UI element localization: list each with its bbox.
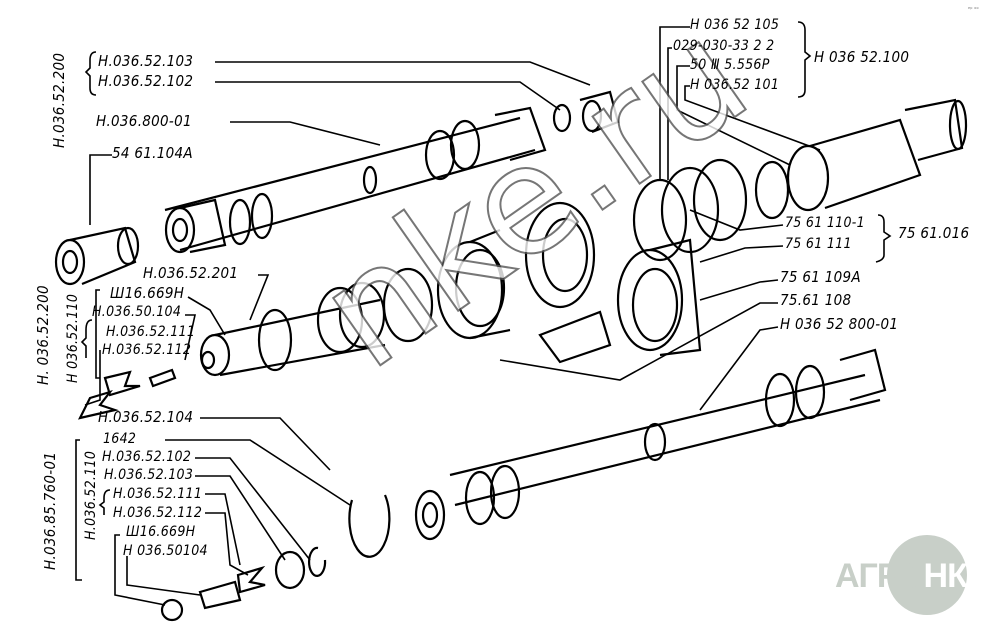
logo-circle: [887, 535, 967, 615]
logo-text: АГРОНКА: [835, 557, 992, 596]
leader-lines: [84, 26, 821, 606]
label-part: Н.036.800-01: [96, 112, 192, 130]
label-part: 50 Ⅲ 5.556Р: [690, 57, 770, 73]
label-part: Н.036.52.103: [104, 467, 194, 483]
label-group-vertical: Н.036.52.200: [50, 52, 68, 148]
label-part: 75 61 110-1: [785, 215, 865, 231]
fitting-H03652100: [754, 98, 968, 220]
label-subgroup-vertical: Н.036.52.110: [83, 450, 99, 540]
label-group-vertical: Н. 036.52.200: [34, 285, 52, 385]
label-part: 75 61 109А: [780, 268, 861, 286]
logo-text-right: НКА: [923, 557, 992, 595]
label-part: Н.036.52.111: [113, 486, 203, 502]
label-part: Н.036.52.102: [98, 72, 194, 90]
braces: [75, 21, 892, 581]
label-part: 75 61 111: [785, 236, 852, 252]
label-part: Н.036.52.104: [98, 408, 194, 426]
label-part: Н 036 52 800-01: [780, 315, 899, 333]
corner-mark: ᵉᵖ ᵒᵒ: [968, 6, 979, 13]
label-part: Ш16.669Н: [110, 284, 185, 302]
label-part: Н.036.52.201: [143, 264, 239, 282]
label-part: Н.036.52.112: [102, 342, 192, 358]
label-part: Н.036.50.104: [92, 304, 182, 320]
label-part: 75.61 108: [780, 291, 852, 309]
label-group: Н 036 52.100: [814, 48, 910, 66]
label-part: Н.036.52.103: [98, 52, 194, 70]
bearing-and-rings: [382, 158, 748, 364]
lower-hose-assembly: [160, 348, 887, 622]
label-part: 1642: [103, 431, 137, 447]
agro-nka-logo: АГРОНКА: [835, 535, 991, 615]
label-part: Н 036 52 105: [690, 17, 780, 33]
label-part: Н.036.52.111: [106, 324, 196, 340]
label-part: Н 036.50104: [123, 543, 208, 559]
valve-H03652201: [77, 281, 386, 420]
label-part: 029-030-33 2 2: [673, 38, 775, 54]
label-group-vertical: Н.036.85.760-01: [41, 451, 59, 570]
label-part: 54 61.104А: [112, 144, 193, 162]
label-group: 75 61.016: [898, 224, 970, 242]
label-part: Н.036.52.102: [102, 449, 192, 465]
label-part: Н.036.52.112: [113, 505, 203, 521]
label-part: Ш16.669Н: [126, 524, 196, 540]
upper-hose-assembly: [164, 90, 620, 254]
fitting-54-61-104A: [54, 226, 140, 286]
label-part: Н 036.52 101: [690, 77, 780, 93]
label-subgroup-vertical: Н 036.52.110: [65, 293, 81, 383]
logo-text-left: АГРО: [835, 557, 925, 595]
